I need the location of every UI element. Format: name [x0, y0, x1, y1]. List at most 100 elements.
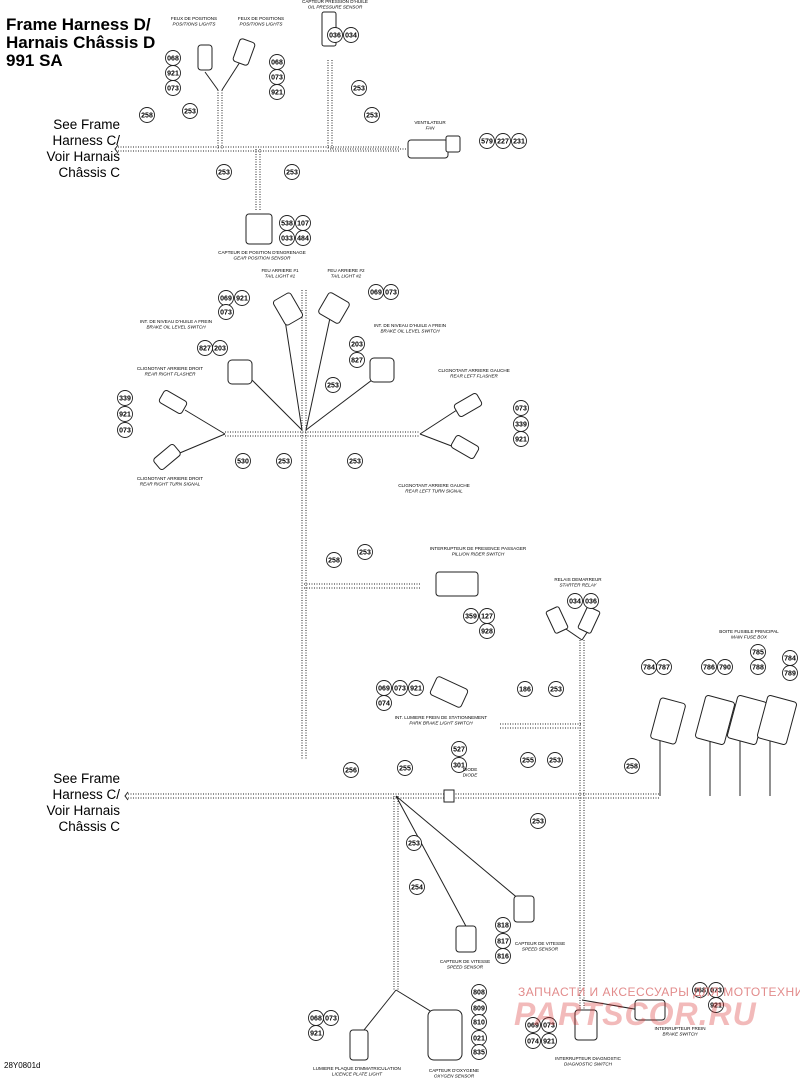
- harness-branch: [221, 61, 241, 91]
- rear-right-turn-signal-connector: [153, 444, 181, 470]
- callout-circle: [548, 681, 564, 697]
- callout-circle: [357, 544, 373, 560]
- component-label-en: OXYGEN SENSOR: [434, 1074, 475, 1079]
- callout-bubble: 036: [583, 593, 599, 609]
- callout-circle: [383, 284, 399, 300]
- callout-bubble: 579: [479, 133, 495, 149]
- callout-number: 808: [473, 990, 485, 997]
- callout-circle: [392, 680, 408, 696]
- callout-number: 788: [752, 665, 764, 672]
- callout-bubble: 921: [308, 1025, 324, 1041]
- callout-number: 818: [497, 923, 509, 930]
- park-brake-light-switch-connector: [429, 676, 469, 708]
- callout-circle: [541, 1033, 557, 1049]
- component-label-fr: CLIGNOTANT ARRIERE GAUCHE: [398, 483, 470, 488]
- callout-circle: [495, 917, 511, 933]
- callout-number: 827: [199, 346, 211, 353]
- callout-circle: [343, 27, 359, 43]
- callout-bubble: 253: [406, 835, 422, 851]
- callout-circle: [276, 453, 292, 469]
- component-label-en: DIAGNOSTIC SWITCH: [564, 1062, 613, 1067]
- callout-number: 254: [411, 885, 423, 892]
- callout-circle: [234, 290, 250, 306]
- component-label-fr: INT. DE NIVEAU D'HUILE A FREIN: [140, 319, 212, 324]
- title-line: Harnais Châssis D: [6, 33, 156, 52]
- tail-light-connector: [272, 292, 304, 326]
- harness-branch: [184, 409, 226, 435]
- speed-sensor-connector: [455, 925, 477, 953]
- callout-number: 073: [710, 988, 722, 995]
- harness-branch: [419, 407, 461, 435]
- callout-bubble: 835: [471, 1044, 487, 1060]
- rear-left-turn-signal-connector: [450, 435, 480, 459]
- component-label-fr: CAPTEUR PRESSION D'HUILE: [302, 0, 368, 4]
- callout-number: 809: [473, 1006, 485, 1013]
- callout-number: 203: [214, 346, 226, 353]
- component-label-en: POSITIONS LIGHTS: [240, 22, 284, 27]
- callout-bubble: 253: [357, 544, 373, 560]
- callout-bubble: 253: [182, 103, 198, 119]
- see-frame-harness-c-middle: See Frame Harness C/ Voir Harnais Châssi…: [0, 771, 120, 835]
- callout-circle: [235, 453, 251, 469]
- component-label-fr: VENTILATEUR: [414, 120, 446, 125]
- callout-number: 359: [465, 614, 477, 621]
- callout-bubble: 069: [218, 290, 234, 306]
- main-fuse-box-connector: [650, 697, 686, 745]
- callout-number: 186: [519, 687, 531, 694]
- component-label-en: SPEED SENSOR: [522, 947, 559, 952]
- page-title: Frame Harness D/ Harnais Châssis D 991 S…: [6, 16, 155, 70]
- callout-circle: [182, 103, 198, 119]
- callout-bubble: 253: [547, 752, 563, 768]
- callout-number: 107: [297, 221, 309, 228]
- callout-bubble: 258: [624, 758, 640, 774]
- component-label-fr: FEUX DE POSITIONS: [171, 16, 217, 21]
- main-fuse-box-connector: [694, 695, 736, 745]
- callout-bubble: 527: [451, 741, 467, 757]
- callout-circle: [284, 164, 300, 180]
- callout-number: 255: [399, 766, 411, 773]
- callout-number: 301: [453, 763, 465, 770]
- callout-circle: [117, 406, 133, 422]
- ref-line: Harness C/: [52, 787, 120, 802]
- brake-oil-level-switch-connector: [369, 357, 395, 383]
- component-label-en: OIL PRESSURE SENSOR: [308, 5, 363, 10]
- callout-bubble: 921: [165, 65, 181, 81]
- callout-number: 921: [543, 1039, 555, 1046]
- component-label-en: BRAKE SWITCH: [663, 1032, 699, 1037]
- callout-bubble: 928: [479, 623, 495, 639]
- callout-number: 484: [297, 236, 309, 243]
- callout-bubble: 790: [717, 659, 733, 675]
- callout-bubble: 073: [218, 304, 234, 320]
- callout-number: 253: [408, 841, 420, 848]
- component-label-en: DIODE: [463, 773, 478, 778]
- callout-circle: [750, 659, 766, 675]
- callout-number: 068: [271, 60, 283, 67]
- callout-bubble: 339: [513, 416, 529, 432]
- callout-number: 255: [522, 758, 534, 765]
- callout-circle: [525, 1017, 541, 1033]
- callout-number: 784: [784, 656, 796, 663]
- callout-bubble: 256: [343, 762, 359, 778]
- callout-number: 787: [658, 665, 670, 672]
- main-fuse-box-connector: [756, 695, 798, 745]
- callout-number: 034: [569, 599, 581, 606]
- callout-number: 068: [167, 56, 179, 63]
- callout-bubble: 784: [782, 650, 798, 666]
- callout-bubble: 074: [376, 695, 392, 711]
- callout-circle: [117, 422, 133, 438]
- callout-bubble: 069: [525, 1017, 541, 1033]
- callout-bubble: 816: [495, 948, 511, 964]
- callout-number: 253: [549, 758, 561, 765]
- callout-bubble: 253: [276, 453, 292, 469]
- component-label-en: REAR LEFT FLASHER: [450, 374, 498, 379]
- callout-number: 253: [286, 170, 298, 177]
- callout-number: 579: [481, 139, 493, 146]
- callout-circle: [408, 680, 424, 696]
- harness-branch: [581, 999, 641, 1011]
- component-label-en: SPEED SENSOR: [447, 965, 484, 970]
- callout-bubble: 339: [117, 390, 133, 406]
- harness-branch: [204, 71, 219, 91]
